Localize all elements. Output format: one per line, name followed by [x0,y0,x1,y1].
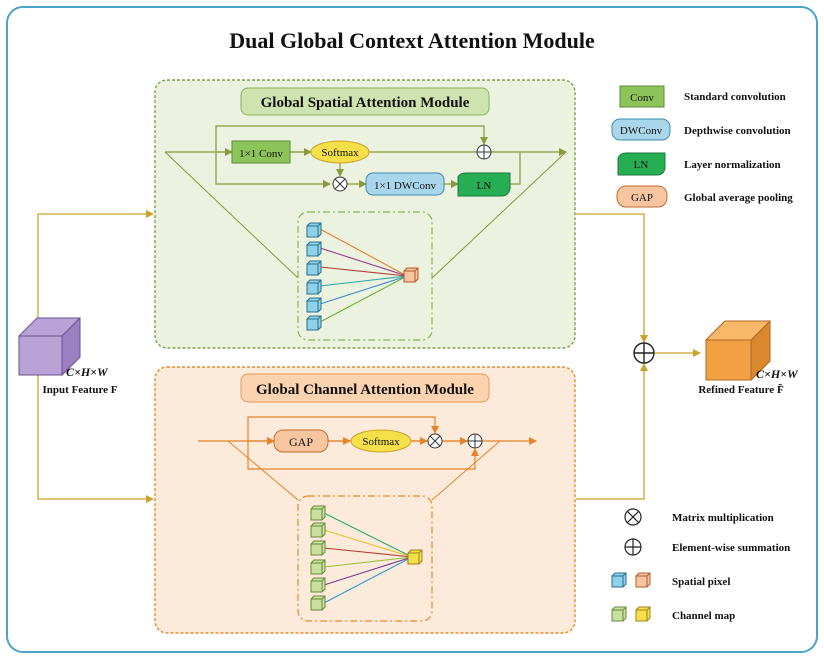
legend-sum-text: Element-wise summation [672,542,790,554]
input-feature-cube [18,316,81,377]
legend-channel-map-icons [611,606,651,622]
input-label: Input Feature F [43,384,118,396]
spatial-pixel-cubes [306,222,419,331]
spatial-conv-label: 1×1 Conv [239,148,283,160]
spatial-softmax-ellipse [310,140,370,164]
output-dims: C×H×W [756,367,799,381]
spatial-inset [297,211,433,341]
legend-ln-text: Layer normalization [684,159,781,171]
channel-softmax-ellipse [350,429,412,453]
legend-multiply-text: Matrix multiplication [672,512,774,524]
legend-ln-swatch [617,152,666,176]
spatial-module: Global Spatial Attention Module 1×1 Conv… [154,79,576,349]
legend-conv-swatch [619,85,665,108]
legend-dwconv-text: Depthwise convolution [684,125,791,137]
spatial-softmax-label: Softmax [321,147,359,159]
channel-softmax-label: Softmax [362,436,400,448]
diagram-title: Dual Global Context Attention Module [229,28,595,53]
spatial-dwconv-label: 1×1 DWConv [374,180,437,192]
input-dims: C×H×W [66,365,109,379]
channel-inset [297,495,433,622]
channel-title: Global Channel Attention Module [256,382,474,398]
legend-gap-text: Global average pooling [684,192,793,204]
spatial-ln-label: LN [477,180,492,192]
legend-dwconv-tag: DWConv [620,125,663,137]
channel-gap-label: GAP [289,435,313,449]
legend-dwconv-swatch [611,118,671,141]
channel-map-lines [323,512,413,604]
spatial-title-box [240,87,490,116]
legend-ln-tag: LN [634,159,649,171]
output-feature-cube [704,319,772,382]
channel-title-box [240,373,490,403]
legend-spatial-pixel-text: Spatial pixel [672,576,730,588]
outer-connections [37,210,701,503]
spatial-title: Global Spatial Attention Module [261,95,470,111]
spatial-pixel-lines [319,228,408,323]
legend-channel-map-text: Channel map [672,610,735,622]
channel-module: Global Channel Attention Module GAP Soft… [154,366,576,634]
channel-map-cubes [310,505,423,611]
legend-spatial-pixel-icons [611,572,651,588]
legend-conv-text: Standard convolution [684,91,786,103]
legend: Conv Standard convolution DWConv Depthwi… [611,85,793,622]
legend-conv-tag: Conv [630,92,654,104]
output-label: Refined Feature F̃ [698,383,784,396]
spatial-conv-box [231,140,291,164]
channel-gap-box [273,429,329,453]
legend-gap-swatch [616,185,668,208]
spatial-ln-box [457,172,511,197]
legend-gap-tag: GAP [631,192,653,204]
spatial-dwconv-box [365,172,445,196]
